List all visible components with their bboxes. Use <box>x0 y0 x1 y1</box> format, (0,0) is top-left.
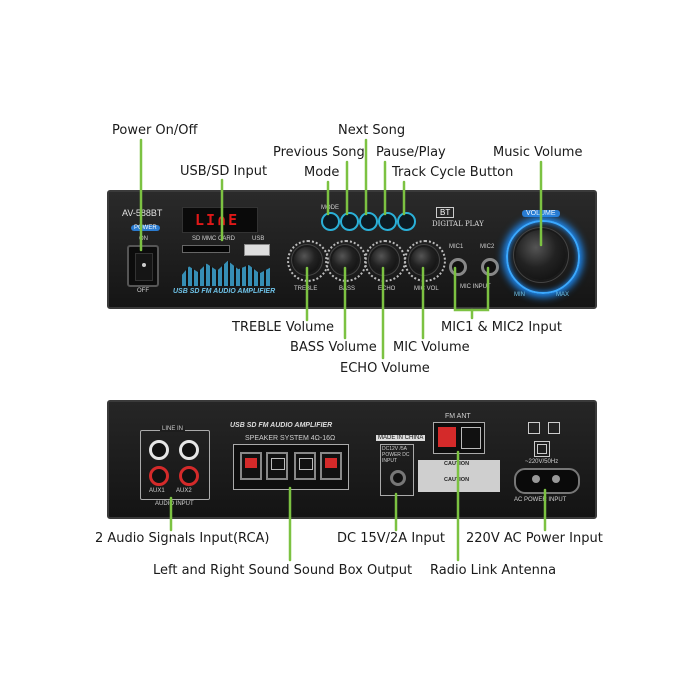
audio-input-label: AUDIO INPUT <box>155 501 194 507</box>
usb-label: USB <box>252 236 265 242</box>
label-track-cycle: Track Cycle Button <box>392 165 514 180</box>
sd-card-slot[interactable] <box>182 245 230 253</box>
mic-vol-knob[interactable] <box>411 247 437 273</box>
mic2-jack[interactable] <box>481 258 499 276</box>
power-tag: POWER <box>131 225 160 231</box>
mode-label: MODE <box>321 205 339 211</box>
ac-pin-left <box>532 475 540 483</box>
power-switch[interactable] <box>127 245 159 287</box>
rear-brand-text: USB SD FM AUDIO AMPLIFIER <box>230 422 333 429</box>
label-usb-sd: USB/SD Input <box>180 164 268 179</box>
aux1-red-rca[interactable] <box>149 466 169 486</box>
volume-min-label: MIN <box>514 292 525 298</box>
label-dc: DC 15V/2A Input <box>337 531 445 546</box>
track-cycle-button[interactable] <box>397 212 416 231</box>
previous-song-button[interactable] <box>340 212 359 231</box>
sd-card-label: SD MMC CARD <box>192 236 235 242</box>
aux2-label: AUX2 <box>176 488 192 494</box>
mic-vol-knob-ring <box>404 240 446 282</box>
label-speaker-out: Left and Right Sound Sound Box Output <box>153 563 413 578</box>
bass-knob[interactable] <box>332 247 358 273</box>
display-text: LI∩E <box>195 211 240 229</box>
label-audio-signals: 2 Audio Signals Input(RCA) <box>95 531 270 546</box>
treble-label: TREBLE <box>294 286 318 292</box>
dc-input-jack[interactable] <box>390 470 406 486</box>
aux1-white-rca[interactable] <box>149 440 169 460</box>
double-insulation-icon <box>534 441 550 457</box>
ground-icon <box>528 422 540 434</box>
next-song-button[interactable] <box>359 212 378 231</box>
label-mic-inputs: MIC1 & MIC2 Input <box>441 320 562 335</box>
speaker-terminal-4[interactable] <box>320 452 342 480</box>
fm-antenna-terminal[interactable] <box>433 422 485 454</box>
music-volume-knob[interactable] <box>516 230 566 280</box>
label-ac: 220V AC Power Input <box>466 531 603 546</box>
speaker-terminal-2[interactable] <box>266 452 288 480</box>
volume-tag: VOLUME <box>522 210 560 217</box>
label-pause-play: Pause/Play <box>376 145 446 160</box>
pause-play-button[interactable] <box>378 212 397 231</box>
label-echo: ECHO Volume <box>340 361 430 376</box>
aux2-red-rca[interactable] <box>179 466 199 486</box>
power-switch-rocker <box>135 253 153 281</box>
mic1-label: MIC1 <box>449 244 464 250</box>
speaker-system-label: SPEAKER SYSTEM 4Ω-16Ω <box>245 435 336 442</box>
aux1-label: AUX1 <box>149 488 165 494</box>
mic1-jack[interactable] <box>449 258 467 276</box>
power-off-label: OFF <box>137 288 149 294</box>
label-mic-vol: MIC Volume <box>393 340 470 355</box>
caution-label-1: CAUTION <box>444 461 470 467</box>
speaker-terminal-3[interactable] <box>294 452 316 480</box>
label-mode: Mode <box>304 165 340 180</box>
fm-red-tab <box>438 427 456 447</box>
bt-badge: BT <box>436 207 455 218</box>
aux2-white-rca[interactable] <box>179 440 199 460</box>
mic-vol-label: MIC VOL <box>414 286 439 292</box>
bass-label: BASS <box>339 286 356 292</box>
terminal-1-tab <box>245 458 257 468</box>
mic-input-label: MIC INPUT <box>460 284 491 290</box>
treble-knob[interactable] <box>294 247 320 273</box>
volume-max-label: MAX <box>556 292 570 298</box>
ac-power-input-label: AC POWER INPUT <box>514 497 567 503</box>
label-treble: TREBLE Volume <box>232 320 335 335</box>
usb-port[interactable] <box>244 244 270 256</box>
echo-label: ECHO <box>378 286 396 292</box>
home-icon <box>548 422 560 434</box>
label-next-song: Next Song <box>338 123 406 138</box>
ac-power-socket[interactable] <box>514 468 580 494</box>
made-in-label: MADE IN CHINA <box>376 435 426 441</box>
label-bass: BASS Volume <box>290 340 377 355</box>
dc-spec-label: DC12V /5A POWER DC INPUT <box>382 446 410 464</box>
label-music-volume: Music Volume <box>493 145 583 160</box>
terminal-2-tab <box>271 458 285 470</box>
mode-button[interactable] <box>321 212 340 231</box>
model-label: AV-588BT <box>122 208 163 218</box>
echo-knob[interactable] <box>371 247 397 273</box>
power-switch-dot <box>142 263 146 267</box>
terminal-4-tab <box>325 458 337 468</box>
caution-box: CAUTION CAUTION <box>418 460 500 492</box>
mic2-label: MIC2 <box>480 244 495 250</box>
led-display: LI∩E <box>182 207 258 233</box>
fm-black-tab <box>461 427 481 449</box>
line-in-label: LINE IN <box>160 426 186 432</box>
terminal-3-tab <box>299 458 313 470</box>
label-antenna: Radio Link Antenna <box>430 563 557 578</box>
label-previous-song: Previous Song <box>273 145 365 160</box>
digital-play-label: DIGITAL PLAY <box>432 220 484 228</box>
caution-label-2: CAUTION <box>444 477 470 483</box>
front-brand-text: USB SD FM AUDIO AMPLIFIER <box>173 288 276 295</box>
ac-pin-right <box>552 475 560 483</box>
power-on-label: ON <box>139 236 148 242</box>
music-volume-glow <box>506 220 580 294</box>
speaker-terminal-1[interactable] <box>240 452 262 480</box>
label-power: Power On/Off <box>112 123 198 138</box>
fm-ant-label: FM ANT <box>445 413 471 420</box>
ac-spec-label: ~220V/50Hz <box>525 459 559 465</box>
